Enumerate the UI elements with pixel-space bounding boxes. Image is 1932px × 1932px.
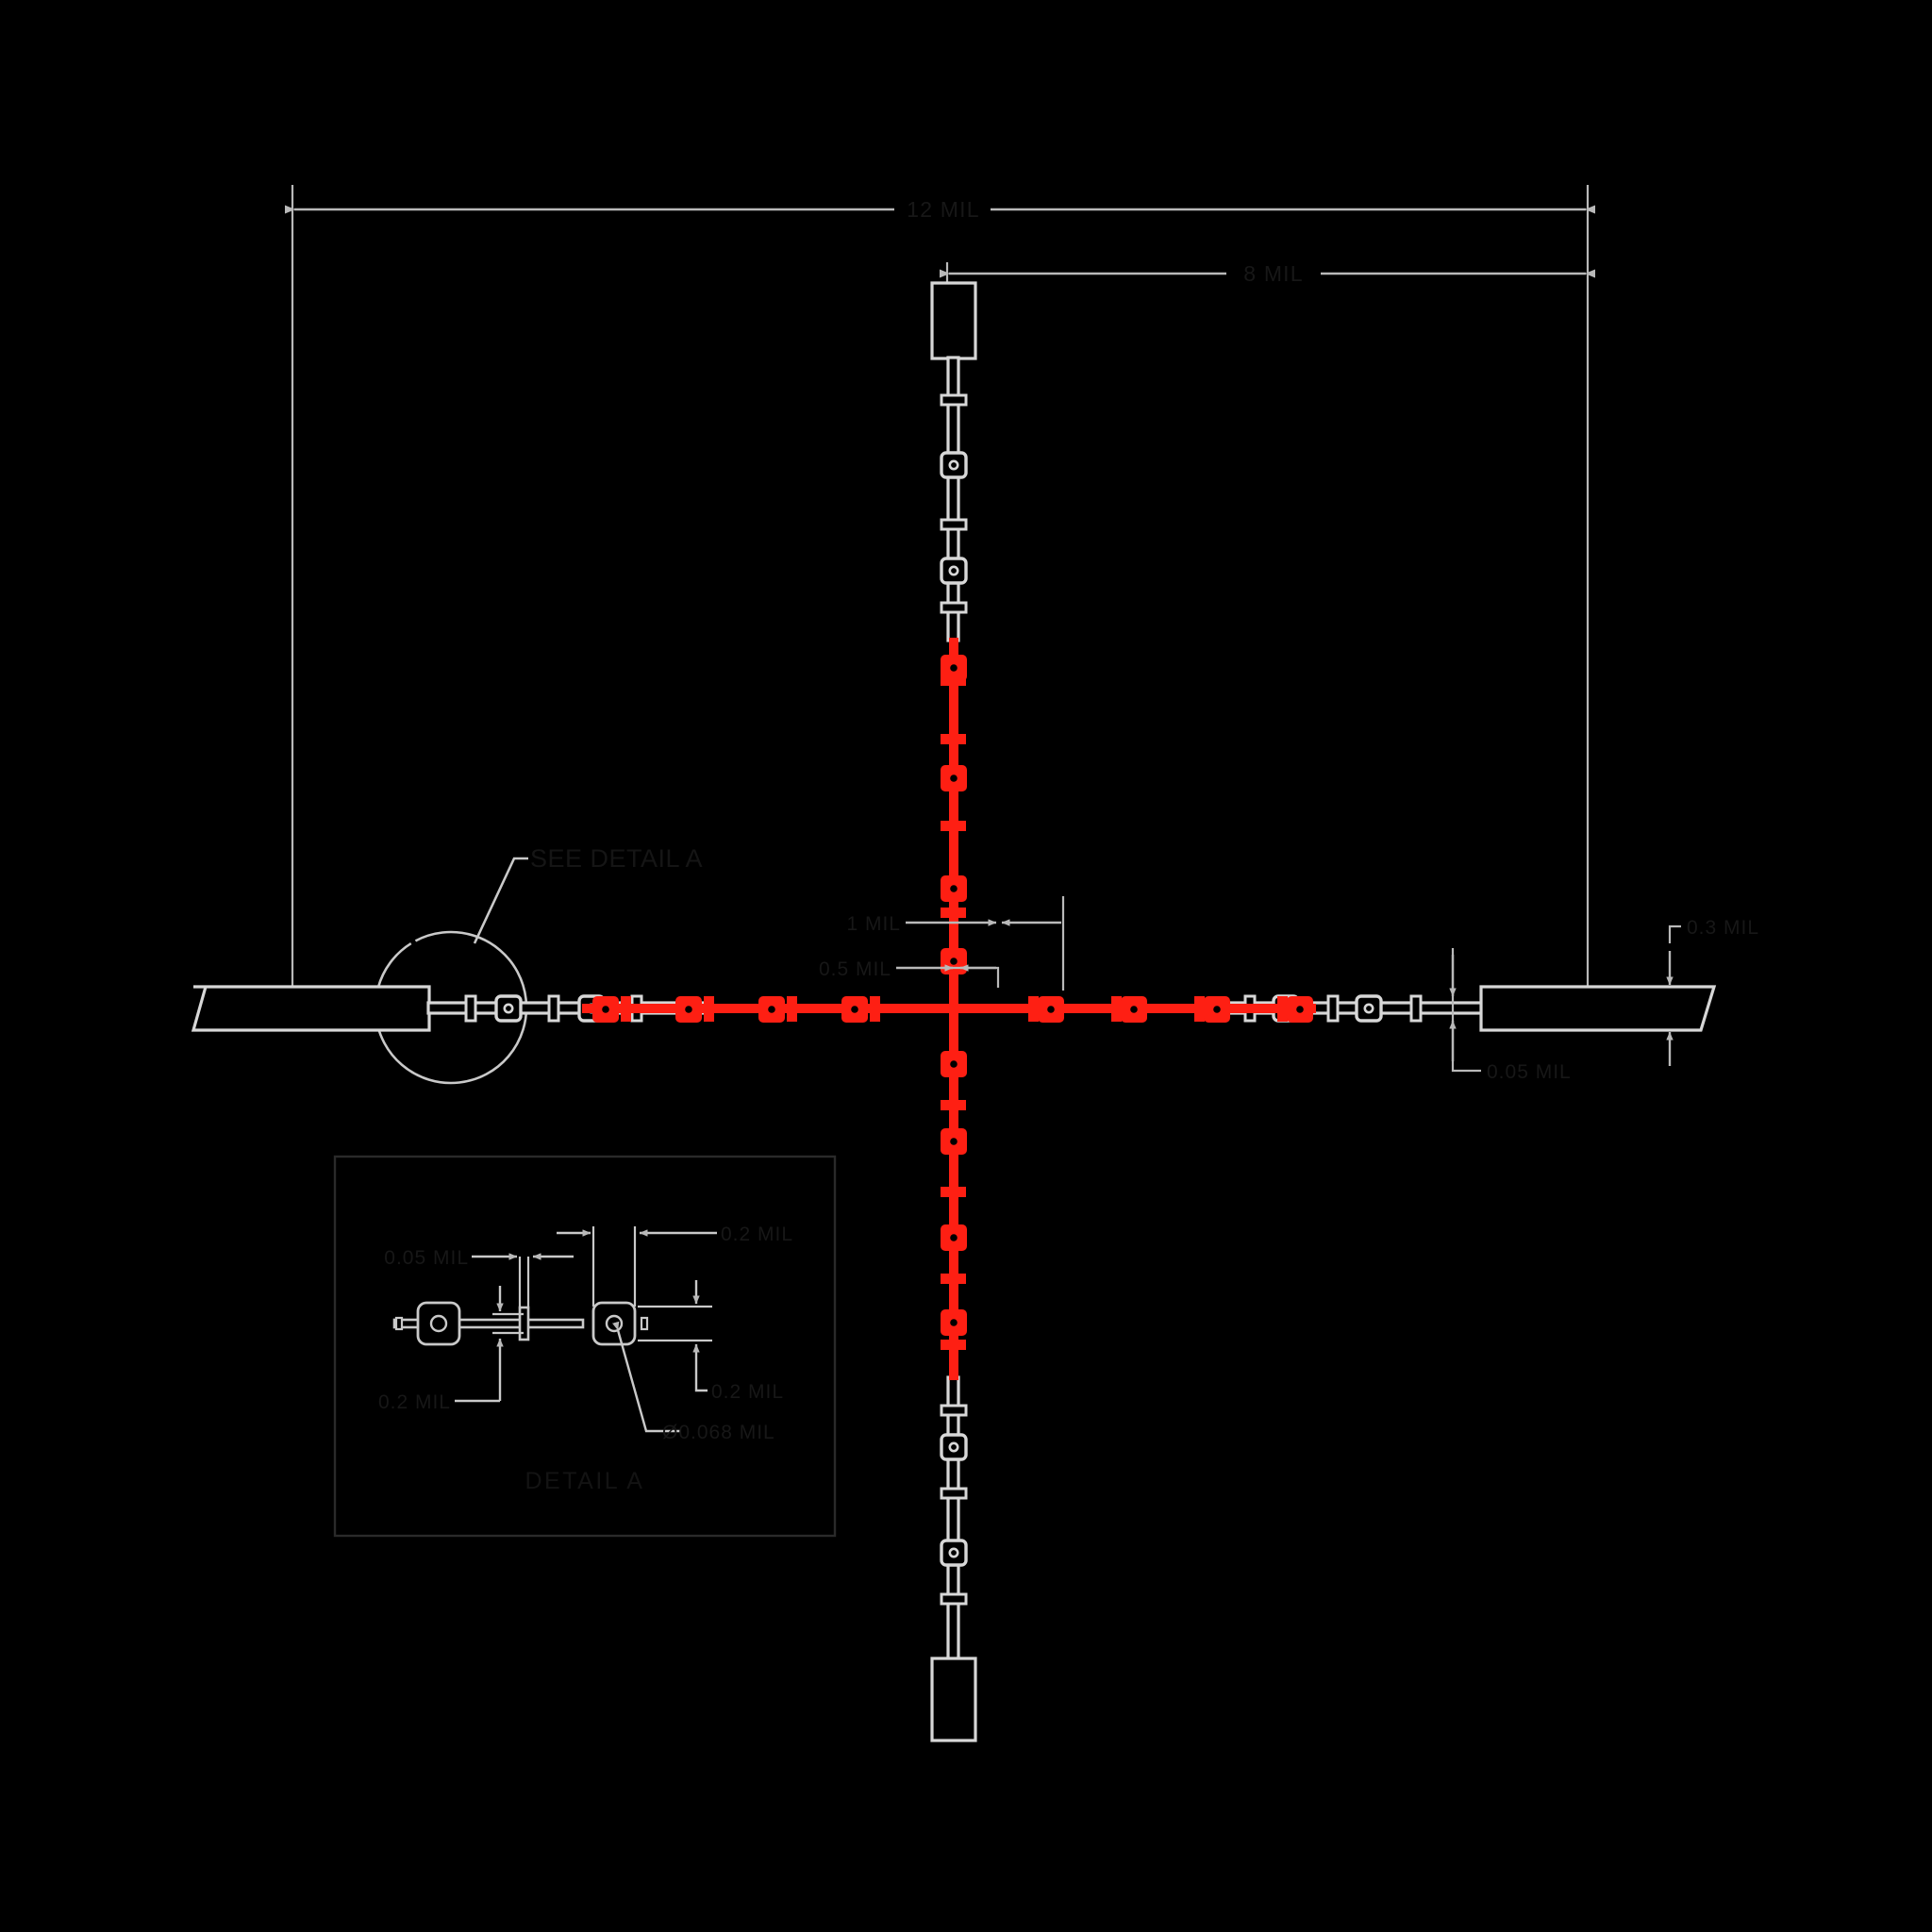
detail-end-stub-left (394, 1316, 404, 1331)
red-h-major-boxes (592, 996, 1313, 1023)
tick-top-minor-3 (940, 601, 968, 614)
tick-left-minor-2 (547, 994, 560, 1023)
dimension-overall-width: 12 MIL (285, 185, 1595, 986)
red-box-v-up-1 (941, 948, 967, 974)
detail-dimension-box-width: 0.2 MIL (557, 1224, 793, 1307)
red-box-h-left-1 (841, 996, 868, 1023)
dimension-label-stroke-width: 0.05 MIL (1487, 1061, 1572, 1083)
dimension-label-post-height: 0.3 MIL (1687, 917, 1759, 939)
red-box-v-up-3 (941, 765, 967, 791)
detail-label-stroke-width: 0.05 MIL (384, 1247, 469, 1269)
detail-a-geometry (392, 1301, 649, 1346)
tick-bottom-major-2 (940, 1539, 968, 1567)
detail-circle-marker (374, 930, 528, 1085)
dimension-label-major-spacing: 1 MIL (846, 913, 901, 935)
tick-bottom-minor-1 (940, 1404, 968, 1417)
reticle-limb-top (930, 281, 977, 642)
post-bottom (930, 1657, 977, 1742)
post-right (1479, 985, 1717, 1032)
tick-top-major-1 (940, 451, 968, 479)
detail-dimension-box-height: 0.2 MIL (638, 1280, 784, 1403)
detail-label-box-height: 0.2 MIL (711, 1381, 784, 1403)
tick-left-minor-1 (464, 994, 477, 1023)
detail-dimension-tick-height: 0.2 MIL (378, 1286, 524, 1413)
callout-see-detail-a: SEE DETAIL A (374, 844, 703, 1085)
tick-bottom-minor-2 (940, 1487, 968, 1500)
red-box-h-left-4 (592, 996, 619, 1023)
detail-a-caption: DETAIL A (525, 1468, 645, 1494)
tick-right-major-2 (1355, 994, 1383, 1023)
detail-a-frame (333, 1155, 837, 1538)
detail-label-hole-diameter: Ø0.068 MIL (662, 1422, 775, 1443)
tick-bottom-major-1 (940, 1433, 968, 1461)
dimension-label-minor-spacing: 0.5 MIL (819, 958, 891, 980)
tick-left-major-1 (494, 994, 523, 1023)
detail-label-box-width: 0.2 MIL (721, 1224, 793, 1245)
red-box-h-left-2 (758, 996, 785, 1023)
stem-bottom (946, 1375, 960, 1662)
red-box-h-right-4 (1287, 996, 1313, 1023)
reticle-core-red (582, 638, 1316, 1380)
dimension-label-overall-width: 12 MIL (907, 197, 980, 222)
tick-right-minor-3 (1409, 994, 1423, 1023)
red-h-minor-ticks (621, 996, 1288, 1022)
red-box-v-down-4 (941, 1309, 967, 1336)
red-box-h-right-2 (1121, 996, 1147, 1023)
post-left (191, 985, 431, 1032)
callout-label-see-detail-a: SEE DETAIL A (530, 844, 703, 873)
detail-a-panel: 0.05 MIL 0.2 MIL 0.2 MIL 0.2 MIL (333, 1155, 837, 1538)
tick-bottom-minor-3 (940, 1592, 968, 1606)
reticle-limb-right (1198, 985, 1717, 1032)
dimension-minor-spacing: 0.5 MIL (819, 958, 1000, 988)
red-vertical-line (949, 638, 958, 1380)
red-box-v-down-3 (941, 1224, 967, 1251)
detail-leader-line (473, 857, 528, 944)
detail-dimension-stroke-width: 0.05 MIL (384, 1247, 574, 1309)
tick-right-minor-2 (1326, 994, 1340, 1023)
tick-top-minor-1 (940, 393, 968, 407)
detail-minor-tick (518, 1306, 530, 1341)
tick-top-major-2 (940, 557, 968, 585)
red-box-v-up-4 (941, 655, 967, 681)
detail-dimension-hole-diameter: Ø0.068 MIL (612, 1321, 775, 1443)
red-box-v-down-1 (941, 1051, 967, 1077)
red-box-h-right-3 (1204, 996, 1230, 1023)
red-box-h-right-1 (1038, 996, 1064, 1023)
detail-stem (392, 1318, 585, 1329)
detail-label-tick-height: 0.2 MIL (378, 1391, 451, 1413)
dimension-stroke-width: 0.05 MIL (1449, 948, 1572, 1083)
detail-box-right (591, 1301, 637, 1346)
dimension-label-upper-span: 8 MIL (1243, 261, 1304, 286)
dimension-post-height: 0.3 MIL (1666, 917, 1759, 1066)
red-box-v-down-2 (941, 1128, 967, 1155)
red-box-v-up-2 (941, 875, 967, 902)
detail-end-stub-right (640, 1316, 649, 1331)
red-box-h-left-3 (675, 996, 702, 1023)
tick-top-minor-2 (940, 518, 968, 531)
post-top (930, 281, 977, 360)
dimension-upper-span: 8 MIL (940, 261, 1595, 286)
detail-box-left (416, 1301, 461, 1346)
dimension-major-spacing: 1 MIL (846, 896, 1065, 991)
